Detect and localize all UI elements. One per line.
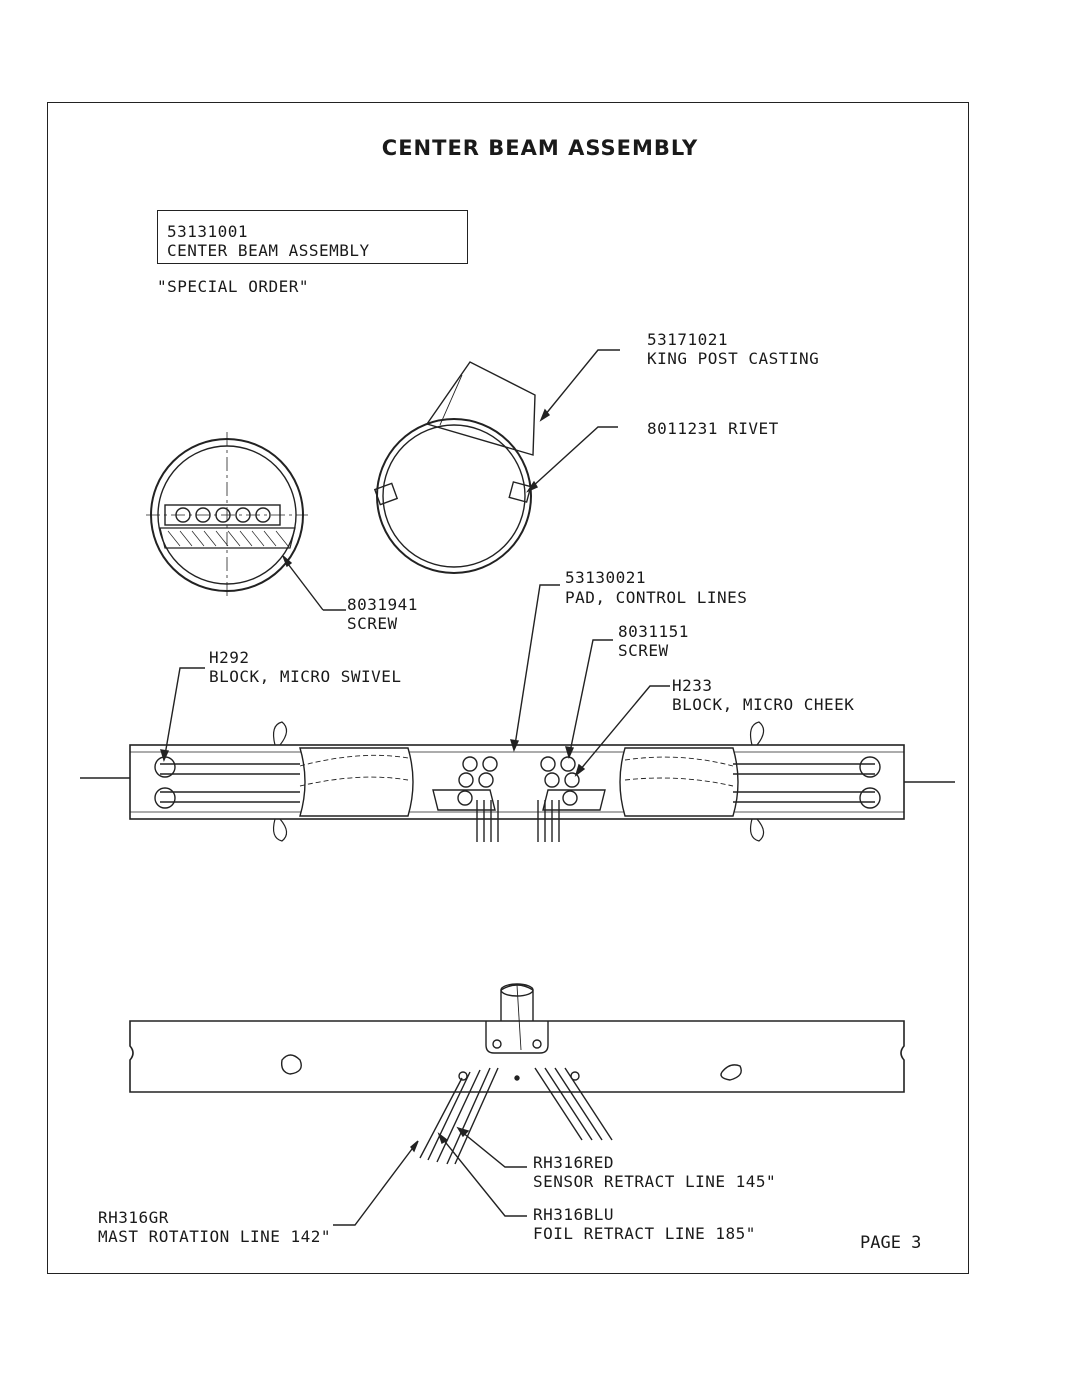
foil-line-desc: FOIL RETRACT LINE 185" <box>533 1224 756 1243</box>
drawing-frame <box>47 102 969 1274</box>
beam-top-view <box>80 721 955 842</box>
part-number-box <box>157 210 468 264</box>
mast-line-part: RH316GR <box>98 1208 169 1227</box>
screw-center-part: 8031151 <box>618 622 689 641</box>
beam-side-view <box>129 983 905 1165</box>
page-number: PAGE 3 <box>860 1233 922 1253</box>
pad-desc: PAD, CONTROL LINES <box>565 588 748 607</box>
rivet-label: 8011231 RIVET <box>647 419 779 438</box>
special-order-note: "SPECIAL ORDER" <box>157 277 309 296</box>
assembly-part-name: CENTER BEAM ASSEMBLY <box>167 241 370 260</box>
page-title: CENTER BEAM ASSEMBLY <box>381 136 699 160</box>
king-post-part: 53171021 <box>647 330 729 349</box>
pad-part: 53130021 <box>565 568 647 587</box>
king-post-tube <box>373 361 536 574</box>
mast-line-desc: MAST ROTATION LINE 142" <box>98 1227 332 1246</box>
micro-swivel-part: H292 <box>209 648 250 667</box>
screw-left-desc: SCREW <box>347 614 398 633</box>
section-view-circle <box>146 432 308 600</box>
micro-cheek-desc: BLOCK, MICRO CHEEK <box>672 695 855 714</box>
king-post-desc: KING POST CASTING <box>647 349 820 368</box>
assembly-part-number: 53131001 <box>167 222 249 241</box>
micro-swivel-desc: BLOCK, MICRO SWIVEL <box>209 667 402 686</box>
sensor-line-desc: SENSOR RETRACT LINE 145" <box>533 1172 777 1191</box>
micro-cheek-part: H233 <box>672 676 713 695</box>
screw-center-desc: SCREW <box>618 641 669 660</box>
foil-line-part: RH316BLU <box>533 1205 615 1224</box>
leader-screw-left <box>284 559 324 611</box>
screw-left-part: 8031941 <box>347 595 418 614</box>
sensor-line-part: RH316RED <box>533 1153 615 1172</box>
